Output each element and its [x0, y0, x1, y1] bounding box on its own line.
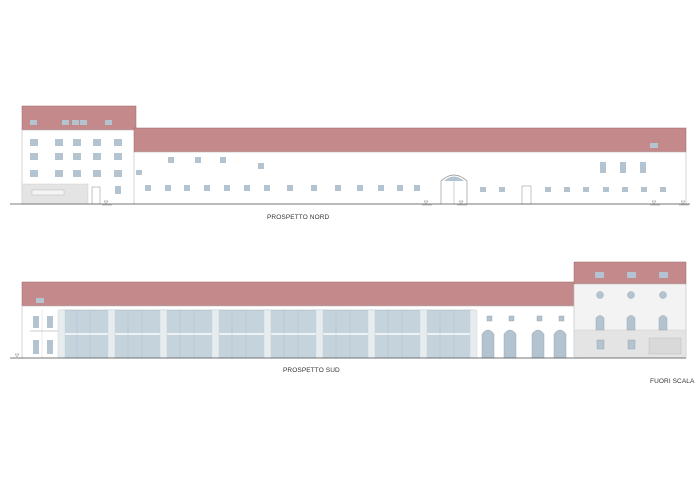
north-side-door	[521, 185, 532, 205]
north-upper-windows	[136, 157, 646, 175]
scale-block-plaque	[648, 337, 682, 355]
north-elevation	[10, 105, 690, 206]
south-elevation	[10, 281, 580, 359]
north-arched-gate	[440, 174, 468, 204]
not-to-scale-elevation	[573, 261, 687, 359]
south-long-block-roof	[21, 281, 576, 307]
south-level-mark	[12, 353, 24, 359]
scale-block-dormers	[595, 272, 668, 278]
north-level-marks	[102, 200, 689, 206]
south-roof-dormer	[36, 298, 44, 303]
north-left-windows	[30, 139, 122, 194]
north-left-block-roof	[21, 105, 137, 131]
north-long-block-roof	[133, 127, 687, 153]
north-long-block-wall	[133, 151, 687, 205]
south-elevation-title: PROSPETTO SUD	[283, 367, 340, 374]
south-glazed-bays	[57, 309, 478, 359]
north-left-door	[91, 186, 101, 205]
south-arched-windows	[481, 315, 567, 359]
scale-block-oculi	[596, 291, 667, 299]
scale-block-windows	[595, 315, 668, 350]
north-left-plaque	[31, 189, 65, 196]
north-left-dormers	[30, 120, 112, 125]
south-left-detail	[30, 310, 58, 358]
north-elevation-title: PROSPETTO NORD	[267, 214, 330, 221]
north-roof-dormer	[650, 143, 658, 148]
north-lower-windows	[145, 185, 666, 192]
not-to-scale-note: FUORI SCALA	[650, 378, 695, 385]
